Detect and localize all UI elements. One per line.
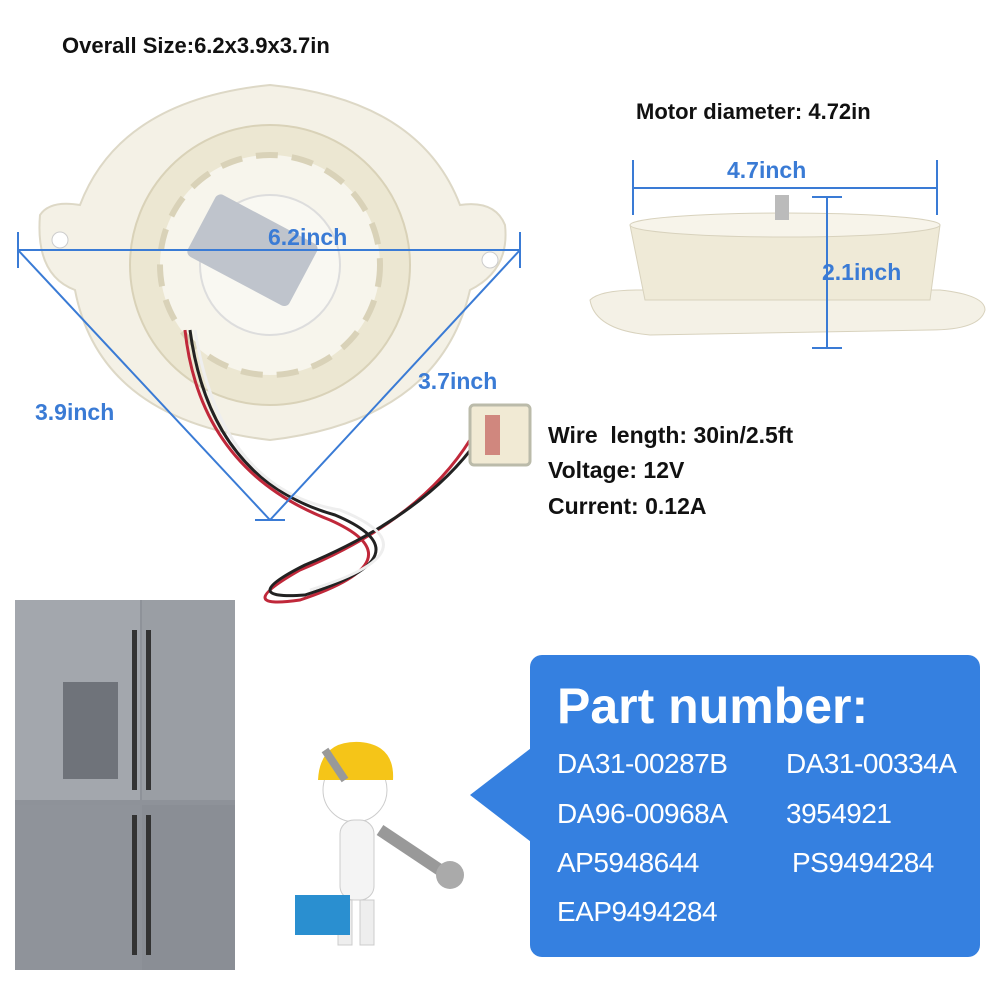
fan-left-side-label: 3.9inch (35, 399, 115, 425)
wire-length-spec: Wire length: 30in/2.5ft (548, 422, 794, 448)
motor-width-label: 4.7inch (727, 157, 807, 183)
current-spec: Current: 0.12A (548, 493, 707, 519)
part-number: DA31-00334A (786, 748, 957, 779)
part-number: EAP9494284 (557, 896, 718, 927)
fan-image (38, 83, 507, 442)
part-number-title: Part number: (557, 678, 869, 734)
motor-height-label: 2.1inch (822, 259, 902, 285)
motor-dimension-lines (632, 160, 938, 349)
fan-dimension-lines (17, 232, 521, 521)
part-number: DA31-00287B (557, 748, 728, 779)
part-number: DA96-00968A (557, 798, 728, 829)
part-number: 3954921 (786, 798, 892, 829)
worker-mascot-image (295, 741, 464, 946)
fan-width-label: 6.2inch (268, 224, 348, 250)
motor-diameter-label: Motor diameter: 4.72in (636, 99, 871, 124)
fan-right-side-label: 3.7inch (418, 368, 498, 394)
refrigerator-image (15, 600, 235, 970)
voltage-spec: Voltage: 12V (548, 457, 685, 483)
callout-pointer (470, 745, 535, 845)
part-number-box: Part number: DA31-00287B DA31-00334A DA9… (530, 655, 980, 957)
part-number: AP5948644 (557, 847, 699, 878)
part-number: PS9494284 (792, 847, 934, 878)
overall-size-label: Overall Size:6.2x3.9x3.7in (62, 33, 330, 58)
wire-harness (183, 329, 532, 604)
motor-side-image (589, 195, 986, 336)
